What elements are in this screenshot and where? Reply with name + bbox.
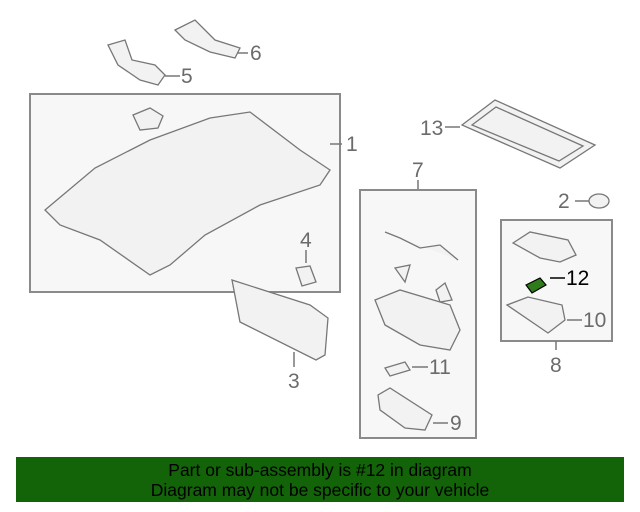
overhead-console-part — [374, 289, 461, 351]
callout-9[interactable]: 9 — [450, 412, 462, 435]
part-info-banner: Part or sub-assembly is #12 in diagram D… — [16, 457, 624, 502]
handle-bracket-part — [173, 19, 241, 59]
callout-13[interactable]: 13 — [420, 117, 443, 140]
visor-holder-part — [295, 265, 317, 287]
callout-10[interactable]: 10 — [583, 309, 606, 332]
bulb-11-part — [383, 361, 412, 377]
callout-1[interactable]: 1 — [346, 133, 358, 156]
callout-12[interactable]: 12 — [566, 267, 589, 290]
callout-8[interactable]: 8 — [550, 354, 562, 377]
callout-3[interactable]: 3 — [288, 370, 300, 393]
grab-handle-part — [107, 39, 166, 86]
bulb-12-part-highlighted — [525, 277, 547, 294]
wiring-harness-part — [384, 231, 459, 261]
banner-line-disclaimer: Diagram may not be specific to your vehi… — [150, 480, 490, 500]
map-lamp-housing-part — [511, 231, 577, 263]
lens-10-part — [505, 296, 566, 334]
callout-4[interactable]: 4 — [300, 229, 312, 252]
headliner-part — [44, 111, 331, 276]
callout-6[interactable]: 6 — [250, 42, 262, 65]
headliner-bracket — [132, 107, 164, 131]
banner-line-part: Part or sub-assembly is #12 in diagram — [168, 460, 472, 480]
callout-2[interactable]: 2 — [558, 190, 570, 213]
callout-5[interactable]: 5 — [181, 65, 193, 88]
callout-7[interactable]: 7 — [412, 159, 424, 182]
callout-11[interactable]: 11 — [429, 356, 451, 379]
lamp-9-part — [377, 387, 433, 431]
sun-visor-part — [231, 279, 329, 361]
clip-part — [588, 193, 610, 209]
console-cover-part — [393, 264, 411, 284]
